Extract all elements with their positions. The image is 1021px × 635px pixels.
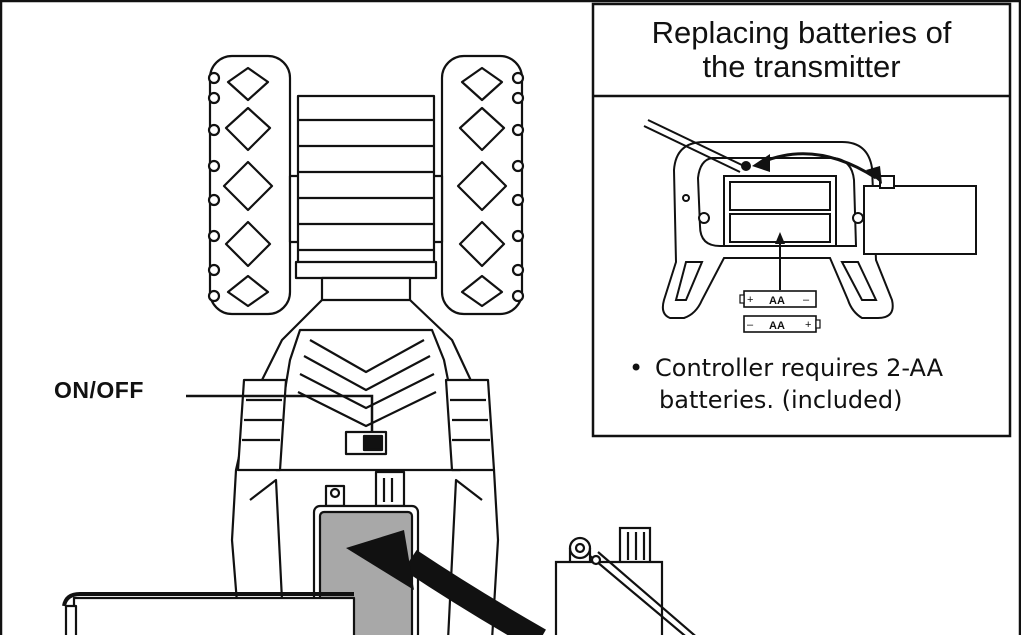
note-line1: Controller requires 2-AA xyxy=(655,354,944,382)
inset-title-line1: Replacing batteries of xyxy=(651,15,952,50)
battery-2-minus: – xyxy=(747,319,754,331)
inset-screwdriver xyxy=(643,119,751,173)
install-arrowhead xyxy=(346,530,414,590)
inset-title: Replacing batteries of the transmitter xyxy=(593,4,1010,96)
inset-title-line2: the transmitter xyxy=(702,49,901,84)
aa-battery-1: + AA – xyxy=(739,290,817,308)
left-wheel xyxy=(207,54,292,316)
battery-2-plus: + xyxy=(805,319,811,331)
note-bullet: • xyxy=(629,354,644,382)
robot-car-illustration xyxy=(62,54,525,635)
battery-1-minus: – xyxy=(803,294,810,306)
robot-body xyxy=(230,298,500,635)
battery-1-plus: + xyxy=(747,294,753,306)
note-line2: batteries. (included) xyxy=(659,386,903,414)
battery-insert-arrow xyxy=(775,232,785,290)
power-switch xyxy=(344,430,388,456)
battery-1-label: AA xyxy=(769,295,785,307)
onoff-pointer-line xyxy=(186,394,374,432)
receiver-box xyxy=(554,526,664,635)
battery-2-label: AA xyxy=(769,320,785,332)
onoff-label: ON/OFF xyxy=(54,377,144,403)
aa-battery-2: – AA + xyxy=(743,315,821,333)
battery-cover xyxy=(62,592,356,635)
axle-housing xyxy=(288,94,444,280)
install-arrow xyxy=(403,550,546,635)
right-wheel xyxy=(440,54,525,316)
screwdriver xyxy=(589,551,696,635)
cover-swap-arrow xyxy=(752,152,882,184)
transmitter-battery-cover xyxy=(863,175,977,255)
